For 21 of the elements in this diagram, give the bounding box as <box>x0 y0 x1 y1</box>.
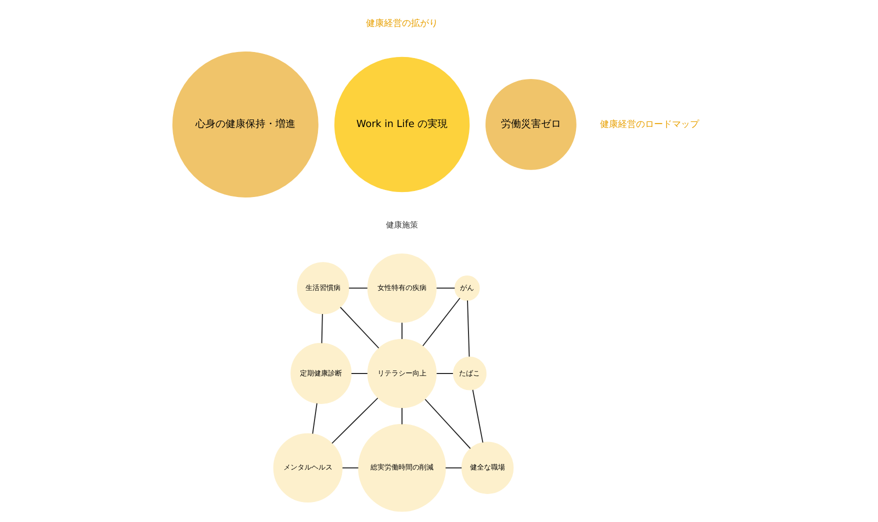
node-circle: Work in Life の実現 <box>334 56 470 192</box>
connector <box>401 322 402 340</box>
label: 健康経営のロードマップ <box>599 118 698 130</box>
connector <box>341 466 358 468</box>
connector <box>312 402 317 434</box>
connector <box>350 372 368 374</box>
connector <box>466 300 470 357</box>
connector <box>444 466 462 468</box>
connector <box>472 388 483 443</box>
connector <box>348 287 368 288</box>
connector <box>320 313 322 344</box>
connector <box>422 297 460 346</box>
label: 健康経営の拡がり <box>365 17 438 28</box>
node-circle: 労働災害ゼロ <box>485 78 576 170</box>
connector <box>436 287 455 288</box>
connector <box>436 372 453 374</box>
connector <box>401 406 402 424</box>
connector <box>331 397 378 444</box>
node-circle: 心身の健康保持・増進 <box>172 50 318 197</box>
connector <box>424 398 470 448</box>
connector <box>339 306 379 348</box>
